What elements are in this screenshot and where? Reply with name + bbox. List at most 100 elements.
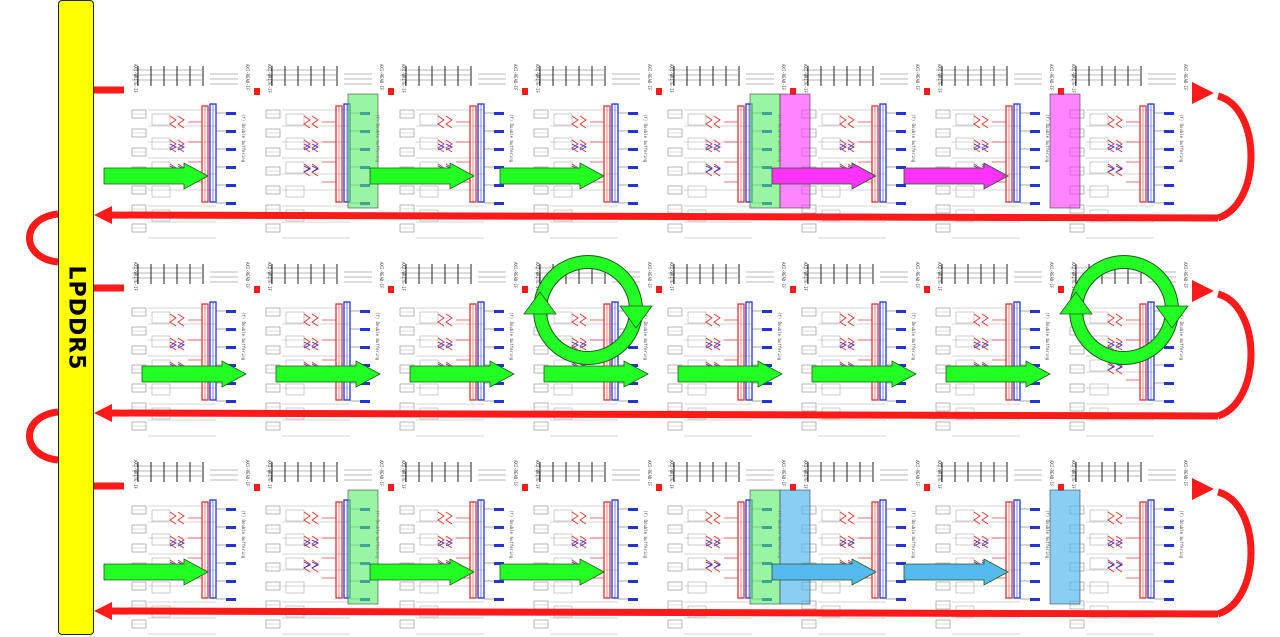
ring-return-curve (1218, 492, 1251, 614)
output-port (226, 508, 236, 511)
ring-return-line (104, 215, 1218, 218)
output-port (494, 328, 504, 331)
pe-block (1090, 186, 1108, 197)
output-port (494, 310, 504, 313)
pe-block (554, 582, 572, 593)
pe-block (688, 534, 706, 545)
pe-block (420, 114, 438, 125)
pe-block (286, 510, 304, 521)
pe-block (286, 384, 304, 395)
pe-tile: AXI-WRITE-IFAXI-READ-IF(f) Double buffer… (534, 64, 662, 238)
write-port-label: AXI-WRITE-IF (1071, 460, 1076, 489)
buffer-label: (f) Double buffering (643, 114, 648, 163)
port-marker (254, 286, 260, 293)
output-port (896, 346, 906, 349)
highlight-green (750, 94, 780, 208)
read-port-label: AXI-READ-IF (1183, 262, 1188, 289)
pe-tile: AXI-WRITE-IFAXI-READ-IF(f) Double buffer… (1070, 460, 1198, 634)
buffer-label: (f) Double buffering (643, 312, 648, 361)
pe-tile: AXI-WRITE-IFAXI-READ-IF(f) Double buffer… (802, 262, 930, 436)
write-port-label: AXI-WRITE-IF (401, 262, 406, 291)
buffer-label: (f) Double buffering (911, 510, 916, 559)
write-port-label: AXI-WRITE-IF (669, 460, 674, 489)
output-port (1164, 202, 1174, 205)
write-port-label: AXI-WRITE-IF (133, 262, 138, 291)
read-port-label: AXI-READ-IF (513, 64, 518, 91)
output-port (1164, 166, 1174, 169)
ring-return-head (94, 206, 112, 224)
write-port-label: AXI-WRITE-IF (535, 64, 540, 93)
output-port (628, 598, 638, 601)
pe-tile: AXI-WRITE-IFAXI-READ-IF(f) Double buffer… (802, 460, 930, 634)
row-loop-connector (30, 214, 59, 262)
dataflow-arrow-green (370, 559, 474, 585)
pe-block (822, 582, 840, 593)
output-port (1030, 202, 1040, 205)
pe-tile: AXI-WRITE-IFAXI-READ-IF(f) Double buffer… (400, 460, 528, 634)
port-marker (924, 484, 930, 491)
pe-block (956, 534, 974, 545)
pe-block (554, 186, 572, 197)
output-port (226, 130, 236, 133)
pe-block (1090, 138, 1108, 149)
output-port (628, 184, 638, 187)
buffer-label: (f) Double buffering (241, 510, 246, 559)
red-crossbar (1108, 314, 1122, 326)
output-port (896, 310, 906, 313)
red-crossbar (840, 314, 854, 326)
dataflow-arrow-green (370, 163, 474, 189)
pe-block (688, 510, 706, 521)
port-marker (656, 286, 662, 293)
ring-head (1192, 478, 1214, 500)
pe-block (152, 138, 170, 149)
pe-block (1090, 312, 1108, 323)
output-port (1164, 526, 1174, 529)
pe-block (688, 336, 706, 347)
output-port (628, 148, 638, 151)
pe-block (688, 138, 706, 149)
output-port (226, 202, 236, 205)
output-port (1164, 148, 1174, 151)
output-port (1030, 112, 1040, 115)
pe-tile: AXI-WRITE-IFAXI-READ-IF(f) Double buffer… (668, 262, 796, 436)
output-port (494, 112, 504, 115)
output-port (1164, 184, 1174, 187)
dataflow-arrow-green (500, 163, 604, 189)
write-port-label: AXI-WRITE-IF (803, 64, 808, 93)
port-marker (254, 88, 260, 95)
output-port (1030, 328, 1040, 331)
red-crossbar (572, 314, 586, 326)
dataflow-arrow-green (104, 559, 208, 585)
pe-tile: AXI-WRITE-IFAXI-READ-IF(f) Double buffer… (802, 64, 930, 238)
pe-block (420, 534, 438, 545)
read-port-label: AXI-READ-IF (915, 64, 920, 91)
pe-block (286, 162, 304, 173)
output-port (896, 184, 906, 187)
loop-arrowhead (524, 292, 556, 314)
dataflow-arrow-green (104, 163, 208, 189)
pe-block (822, 336, 840, 347)
pe-block (152, 312, 170, 323)
pe-block (956, 186, 974, 197)
output-port (494, 184, 504, 187)
read-port-label: AXI-READ-IF (1183, 460, 1188, 487)
memory-label: LPDDR5 (64, 266, 89, 371)
read-port-label: AXI-READ-IF (245, 262, 250, 289)
port-marker (924, 286, 930, 293)
output-port (226, 310, 236, 313)
port-marker (790, 286, 796, 293)
output-port (494, 598, 504, 601)
pe-block (286, 336, 304, 347)
highlight-magenta (1050, 94, 1080, 208)
pe-block (822, 384, 840, 395)
red-crossbar (974, 512, 988, 524)
write-port-label: AXI-WRITE-IF (133, 460, 138, 489)
pe-block (286, 312, 304, 323)
pe-block (420, 336, 438, 347)
output-port (226, 148, 236, 151)
output-port (1030, 598, 1040, 601)
write-port-label: AXI-WRITE-IF (803, 460, 808, 489)
pe-block (688, 558, 706, 569)
pe-block (822, 534, 840, 545)
